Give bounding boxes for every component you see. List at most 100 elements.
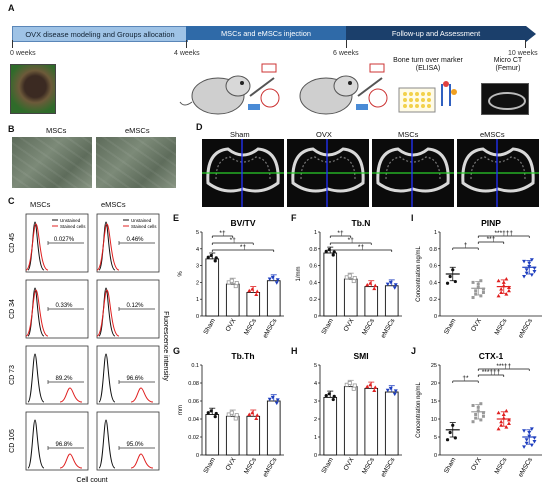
bar [364, 286, 379, 317]
week-0: 0 weeks [10, 50, 36, 57]
significance-label: ***††† [495, 230, 514, 237]
microscopy-msc-image [12, 137, 92, 188]
data-point [496, 293, 501, 298]
data-point [496, 410, 501, 415]
y-tick-label: 10 [431, 417, 437, 423]
flow-unstained-curve [98, 353, 116, 403]
data-point [214, 411, 218, 416]
x-tick-label: MSCs [361, 317, 376, 336]
data-point [479, 418, 483, 422]
data-point [229, 278, 234, 283]
data-point [504, 425, 509, 429]
data-point [352, 383, 357, 388]
data-point [479, 279, 483, 283]
data-point [501, 283, 506, 288]
bar [323, 252, 338, 317]
data-point [213, 259, 217, 263]
panel-label-d: D [196, 122, 203, 132]
ct-label-emsc: eMSCs [480, 130, 505, 139]
data-point [471, 296, 475, 300]
flow-unstained-curve [98, 419, 116, 469]
y-tick-label: 25 [431, 363, 437, 369]
data-point [471, 280, 475, 284]
flow-stained-curve [130, 387, 154, 403]
flow-histogram-frame [96, 411, 160, 471]
data-point [275, 278, 280, 282]
data-point [481, 287, 485, 291]
data-point [206, 255, 210, 259]
data-point [388, 386, 393, 391]
microct-strip [202, 139, 539, 207]
y-tick-label: 1 [314, 230, 317, 236]
x-tick-label: eMSCs [517, 456, 534, 479]
data-point [365, 384, 370, 389]
data-point [332, 250, 336, 254]
data-point [499, 423, 504, 427]
ct-trabecular [385, 156, 441, 180]
significance-label: *† [337, 230, 344, 237]
data-point [254, 292, 259, 296]
y-tick-label: 4 [314, 381, 317, 387]
significance-label: *† [230, 237, 237, 244]
data-point [471, 420, 475, 424]
x-tick-label: MSCs [361, 456, 376, 475]
data-point [392, 392, 397, 397]
bar [205, 258, 220, 317]
panel-label-a: A [8, 3, 15, 13]
data-point [270, 275, 275, 280]
x-tick-label: MSCs [243, 456, 258, 475]
bar [225, 415, 240, 456]
tick-6 [346, 40, 347, 48]
flow-x-axis-label: Cell count [76, 477, 107, 484]
data-point [479, 402, 483, 406]
data-point [229, 410, 234, 415]
chart-y-label: % [178, 271, 184, 277]
x-tick-label: Sham [202, 318, 217, 336]
data-point [524, 271, 529, 276]
ct-label-msc: MSCs [398, 130, 419, 139]
data-point [532, 436, 537, 440]
data-point [499, 419, 504, 424]
chart-y-label: Concentration ng/mL [416, 381, 422, 437]
chart-y-label: Concentration ng/mL [416, 245, 422, 301]
flow-col-msc: MSCs [30, 200, 51, 209]
ct-bone-outline [376, 147, 450, 193]
data-point [529, 443, 534, 448]
bar [225, 283, 240, 317]
x-tick-label: MSCs [494, 456, 509, 475]
y-tick-label: 0 [434, 453, 437, 459]
significance-label: **† [487, 236, 496, 243]
data-point [476, 405, 480, 409]
legend-unstained-label: Unstained [131, 218, 152, 223]
y-tick-label: 0.02 [188, 435, 199, 441]
significance-label: *† [240, 244, 247, 251]
data-point [393, 283, 398, 287]
bar [343, 386, 358, 456]
data-point [255, 289, 260, 293]
data-point [527, 431, 532, 435]
injection-illustration-1 [179, 63, 280, 115]
data-point [448, 430, 452, 435]
data-point [209, 409, 213, 413]
data-point [250, 287, 255, 291]
flow-percent: 95.0% [126, 442, 144, 448]
y-tick-label: 0.06 [188, 399, 199, 405]
chart-title: PINP [481, 218, 501, 228]
flow-y-axis-label: Fluorescence intensity [162, 311, 169, 381]
y-tick-label: 0 [196, 314, 199, 320]
y-tick-label: 0.6 [429, 264, 437, 270]
panel-label-c: C [8, 196, 15, 206]
flow-stained-curve [59, 387, 83, 403]
bar [384, 285, 399, 317]
microct-thumbnail [481, 83, 529, 115]
flow-unstained-curve [98, 221, 116, 271]
bar [266, 280, 281, 317]
flow-marker-label: CD 73 [9, 365, 16, 385]
x-tick-label: Sham [443, 318, 458, 336]
flow-percent: 0.027% [54, 237, 75, 243]
data-point [522, 445, 527, 449]
data-point [481, 414, 485, 418]
tick-4 [186, 40, 187, 48]
